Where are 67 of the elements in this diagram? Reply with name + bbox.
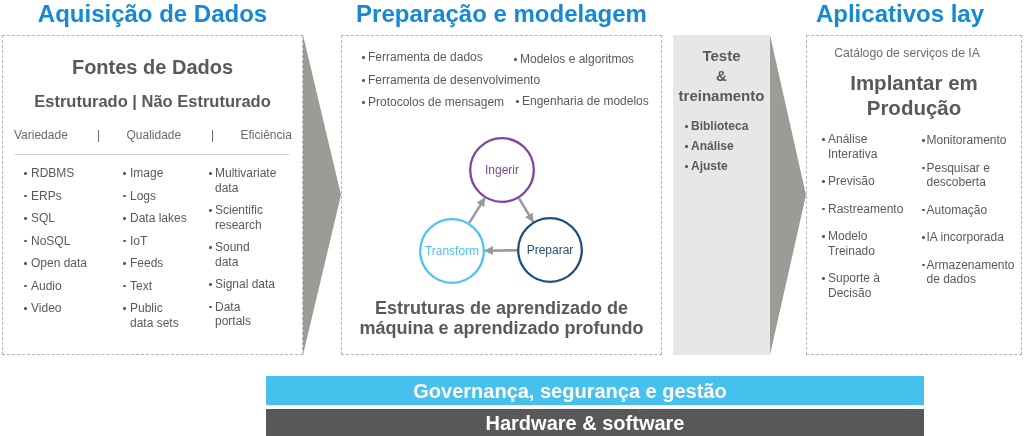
column-header: Qualidade [126,128,182,143]
panel-title: Fontes de Dados [71,55,234,79]
column-separator: | [97,128,101,143]
cycle-circle [419,218,485,284]
list-item: Ferramenta de desenvolvimento [362,73,541,88]
column-header: Variedade [14,128,68,143]
column-separator: | [211,128,215,143]
shaded-panel [673,35,770,355]
list-item: Audio [24,278,62,293]
section-heading: Aplicativos lay [815,0,985,27]
list-item: Signal data [209,277,276,292]
list-item: Multivariate data [209,166,280,195]
list-item: Feeds [123,256,164,271]
panel-title: Implantar em Produção [849,70,979,120]
list-item: Engenharia de modelos [516,94,649,109]
list-item: ERPs [24,188,62,203]
list-item: Data portals [209,299,256,329]
list-item: Análise Interativa [822,132,882,161]
list-item: Video [24,301,62,316]
list-item: Text [123,278,152,293]
bar-label: Governança, segurança e gestão [413,378,727,403]
bar-label: Hardware & software [485,410,685,435]
list-item: Biblioteca [685,119,749,134]
list-item: RDBMS [24,166,75,181]
banner-bar [266,376,924,405]
chevron-arrow [770,35,806,355]
caption-text: Estruturas de aprendizado de máquina e aprendizado profundo [358,298,645,338]
list-item: Ajuste [685,159,728,174]
list-item: Automação [922,202,988,217]
banner-bar [266,409,924,436]
chevron-arrow [303,35,341,355]
list-item: SQL [24,211,55,226]
list-item: NoSQL [24,233,71,248]
panel-title: Teste & treinamento [677,46,766,106]
list-item: Data lakes [123,211,187,226]
section-heading: Preparação e modelagem [356,0,647,27]
list-item: Logs [123,188,157,203]
cycle-circle [517,217,583,283]
circle-label: Preparar [526,243,574,257]
list-item: Sound data [209,240,254,269]
list-item: Image [123,166,164,181]
list-item: Monitoramento [922,133,1007,148]
list-item: Armazenamento de dados [922,257,1020,287]
circle-label: Ingerir [485,163,519,177]
column-header: Eficiência [240,128,292,143]
list-item: Previsão [822,174,875,189]
list-item: Modelo Treinado [822,229,880,258]
cycle-arrow [484,246,517,256]
list-item: Rastreamento [822,201,904,216]
section-note: Catálogo de serviços de IA [834,46,980,61]
list-item: IoT [123,233,148,248]
panel-subtitle: Estruturado | Não Estruturado [34,91,271,111]
list-item: Modelos e algoritmos [514,52,635,67]
cycle-arrow [468,197,486,224]
list-item: Protocolos de mensagem [362,95,505,110]
list-item: Public data sets [123,301,183,330]
list-item: IA incorporada [922,230,1004,245]
cycle-circle [469,137,535,203]
list-item: Scientific research [209,203,268,232]
list-item: Pesquisar e descoberta [922,160,995,190]
list-item: Ferramenta de dados [362,50,483,65]
cycle-arrow [517,197,535,223]
list-item: Análise [685,139,734,154]
circle-label: Transform [424,244,480,258]
list-item: Suporte à Decisão [822,271,885,300]
section-heading: Aquisição de Dados [37,0,268,27]
list-item: Open data [24,256,88,271]
